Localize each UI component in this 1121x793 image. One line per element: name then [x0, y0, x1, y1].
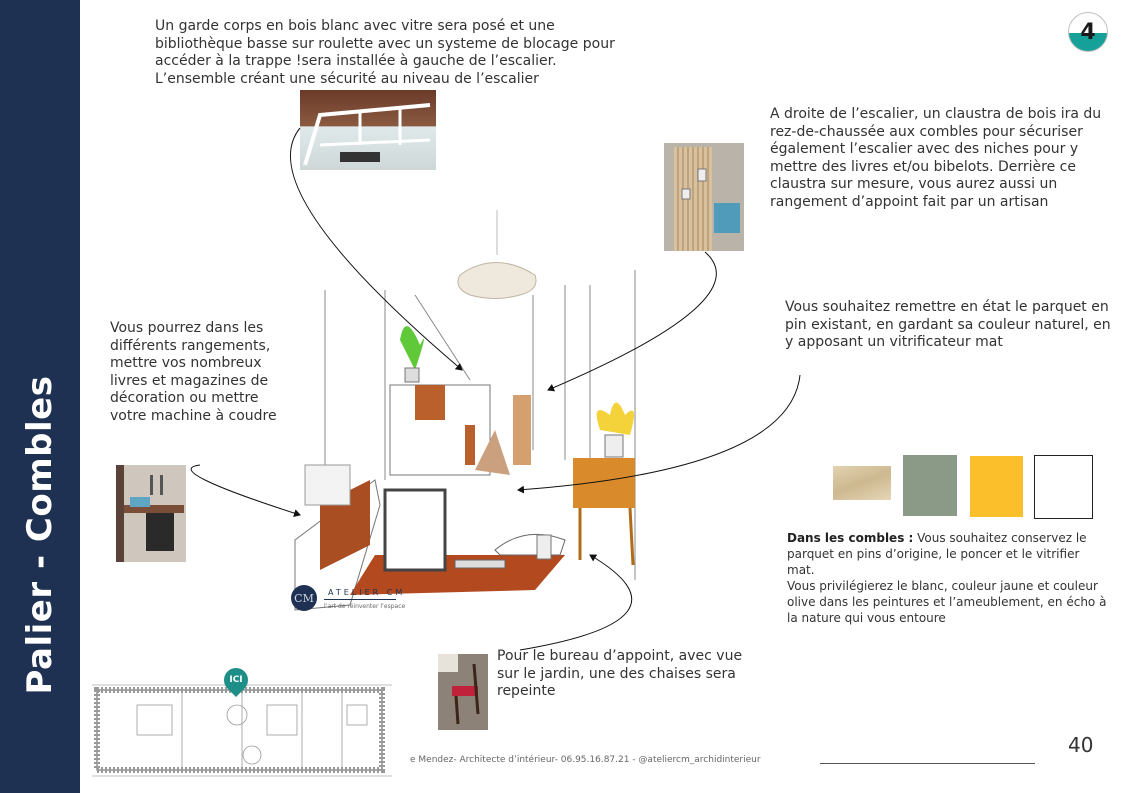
- combles-text-1: Vous souhaitez conservez le parquet en p…: [787, 531, 1087, 577]
- footer-divider: [820, 763, 1035, 764]
- swatch-white: [1034, 455, 1093, 519]
- glass-railing-photo: [300, 90, 436, 170]
- sidebar: Palier - Combles: [0, 0, 80, 793]
- page-number: 40: [1068, 733, 1094, 757]
- location-pin-label: ICI: [229, 675, 243, 685]
- section-title: Palier - Combles: [20, 375, 60, 695]
- floor-plan: [92, 680, 412, 780]
- annotation-railing: Un garde corps en bois blanc avec vitre …: [155, 18, 615, 87]
- atelier-logo-icon: CM: [291, 585, 317, 611]
- atelier-logo-subtitle: l’art de réinventer l’espace: [324, 603, 406, 610]
- annotation-claustra: A droite de l’escalier, un claustra de b…: [770, 106, 1102, 210]
- annotation-desk: Pour le bureau d’appoint, avec vue sur l…: [497, 648, 743, 700]
- annotation-parquet: Vous souhaitez remettre en état le parqu…: [785, 299, 1111, 351]
- sewing-machine-photo: [116, 465, 186, 562]
- swatch-yellow: [970, 456, 1023, 517]
- step-badge: 4: [1068, 12, 1108, 52]
- combles-text-2: Vous privilégierez le blanc, couleur jau…: [787, 579, 1107, 625]
- red-chair-photo: [438, 654, 488, 730]
- atelier-logo-title: ATELIER CM: [328, 588, 406, 597]
- wood-claustra-photo: [664, 143, 744, 251]
- footer-credit: e Mendez- Architecte d’intérieur- 06.95.…: [410, 755, 761, 765]
- annotation-combles: Dans les combles : Vous souhaitez conser…: [787, 530, 1107, 626]
- step-number: 4: [1080, 19, 1096, 45]
- swatch-olive: [903, 455, 957, 516]
- swatch-pine-wood: [833, 466, 891, 500]
- combles-label: Dans les combles :: [787, 531, 914, 545]
- interior-sketch: [255, 210, 720, 620]
- annotation-storage: Vous pourrez dans les différents rangeme…: [110, 320, 277, 424]
- logo-divider: [324, 599, 396, 600]
